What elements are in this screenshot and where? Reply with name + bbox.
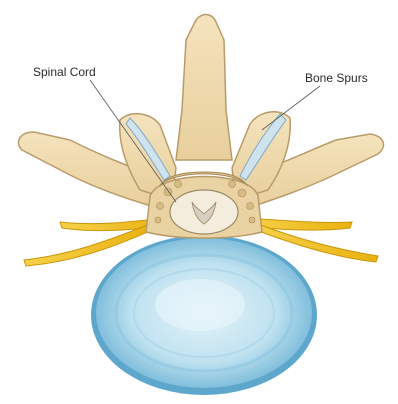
spinal-cord (170, 190, 238, 234)
bone-spurs-leader-line (262, 86, 320, 130)
intervertebral-disc (91, 235, 317, 395)
spinal-cord-label: Spinal Cord (33, 65, 96, 79)
bone-spurs-label: Bone Spurs (305, 71, 368, 85)
